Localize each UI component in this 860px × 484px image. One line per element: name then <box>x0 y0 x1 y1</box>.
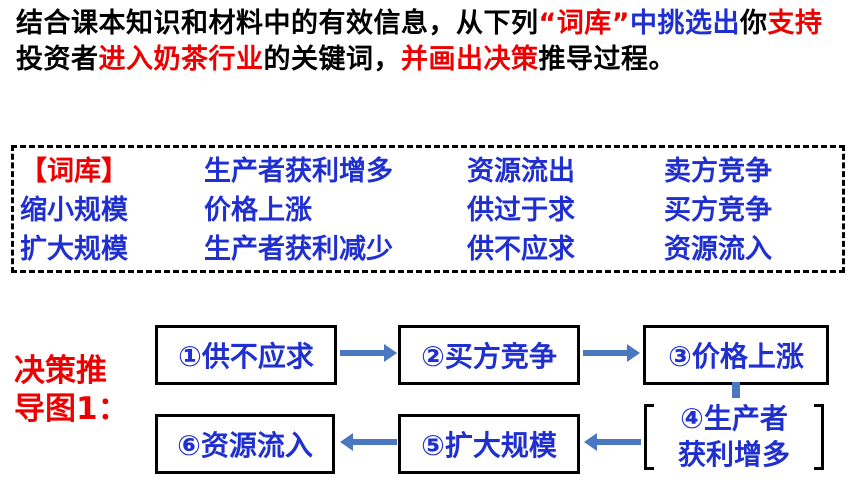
instruction-part: 你 <box>740 8 768 39</box>
instruction-part: “词库” <box>538 8 630 39</box>
instruction-part: 进入奶茶行业 <box>98 44 264 75</box>
flow-step-label: ②买方竞争 <box>421 340 557 373</box>
instruction-part: 推导过程。 <box>538 44 676 75</box>
word-bank-term: 买方竞争 <box>664 195 772 226</box>
bracket-right <box>814 404 824 470</box>
word-bank-term: 资源流入 <box>664 234 772 265</box>
arrow-right-icon <box>583 344 640 362</box>
instruction-part: 中挑选出 <box>630 8 740 39</box>
instruction-part: 的关键词， <box>263 44 401 75</box>
instruction-part: 投资者 <box>16 44 99 75</box>
word-bank-term: 缩小规模 <box>20 195 128 226</box>
flow-step-label: ⑤扩大规模 <box>421 429 557 462</box>
instruction-part: 并画出决策 <box>401 44 539 75</box>
word-bank-term: 扩大规模 <box>20 234 128 265</box>
instruction-text: 结合课本知识和材料中的有效信息，从下列“词库”中挑选出你支持投资者进入奶茶行业的… <box>16 6 846 78</box>
flow-step-label: ①供不应求 <box>178 340 314 373</box>
arrow-right-icon <box>340 344 397 362</box>
decision-diagram-label: 决策推 导图1： <box>14 352 129 428</box>
word-bank-term: 资源流出 <box>467 156 575 187</box>
word-bank-term: 供过于求 <box>467 195 575 226</box>
bracket-left <box>644 404 654 470</box>
word-bank-term: 生产者获利增多 <box>204 156 393 187</box>
word-bank-term: 供不应求 <box>467 234 575 265</box>
flow-step-5: ⑤扩大规模 <box>398 414 580 474</box>
flow-step-label: ③价格上涨 <box>668 340 804 373</box>
label-line: 导图1： <box>14 391 129 427</box>
word-bank-term: 生产者获利减少 <box>204 234 393 265</box>
instruction-part: 支持 <box>767 8 823 39</box>
flow-step-1: ①供不应求 <box>155 325 337 385</box>
word-bank-term: 卖方竞争 <box>664 156 772 187</box>
flow-step-4: ④生产者 获利增多 <box>640 396 828 478</box>
word-bank-term: 价格上涨 <box>204 195 312 226</box>
instruction-part: 结合课本知识和材料中的有效信息，从下列 <box>16 8 539 39</box>
arrow-left-icon <box>584 433 641 451</box>
flow-step-2: ②买方竞争 <box>398 325 580 385</box>
arrow-down-icon <box>732 382 740 398</box>
flow-step-6: ⑥资源流入 <box>155 414 335 474</box>
flow-step-label: 获利增多 <box>677 438 790 471</box>
flow-step-3: ③价格上涨 <box>643 325 829 385</box>
arrow-left-icon <box>340 433 397 451</box>
word-bank-title: 【词库】 <box>20 156 128 187</box>
flow-step-label: ④生产者 <box>680 402 788 435</box>
flow-step-label: ⑥资源流入 <box>177 429 313 462</box>
label-line: 决策推 <box>14 353 107 389</box>
word-bank-box: 【词库】 生产者获利增多 资源流出 卖方竞争 缩小规模 价格上涨 供过于求 买方… <box>11 145 845 273</box>
